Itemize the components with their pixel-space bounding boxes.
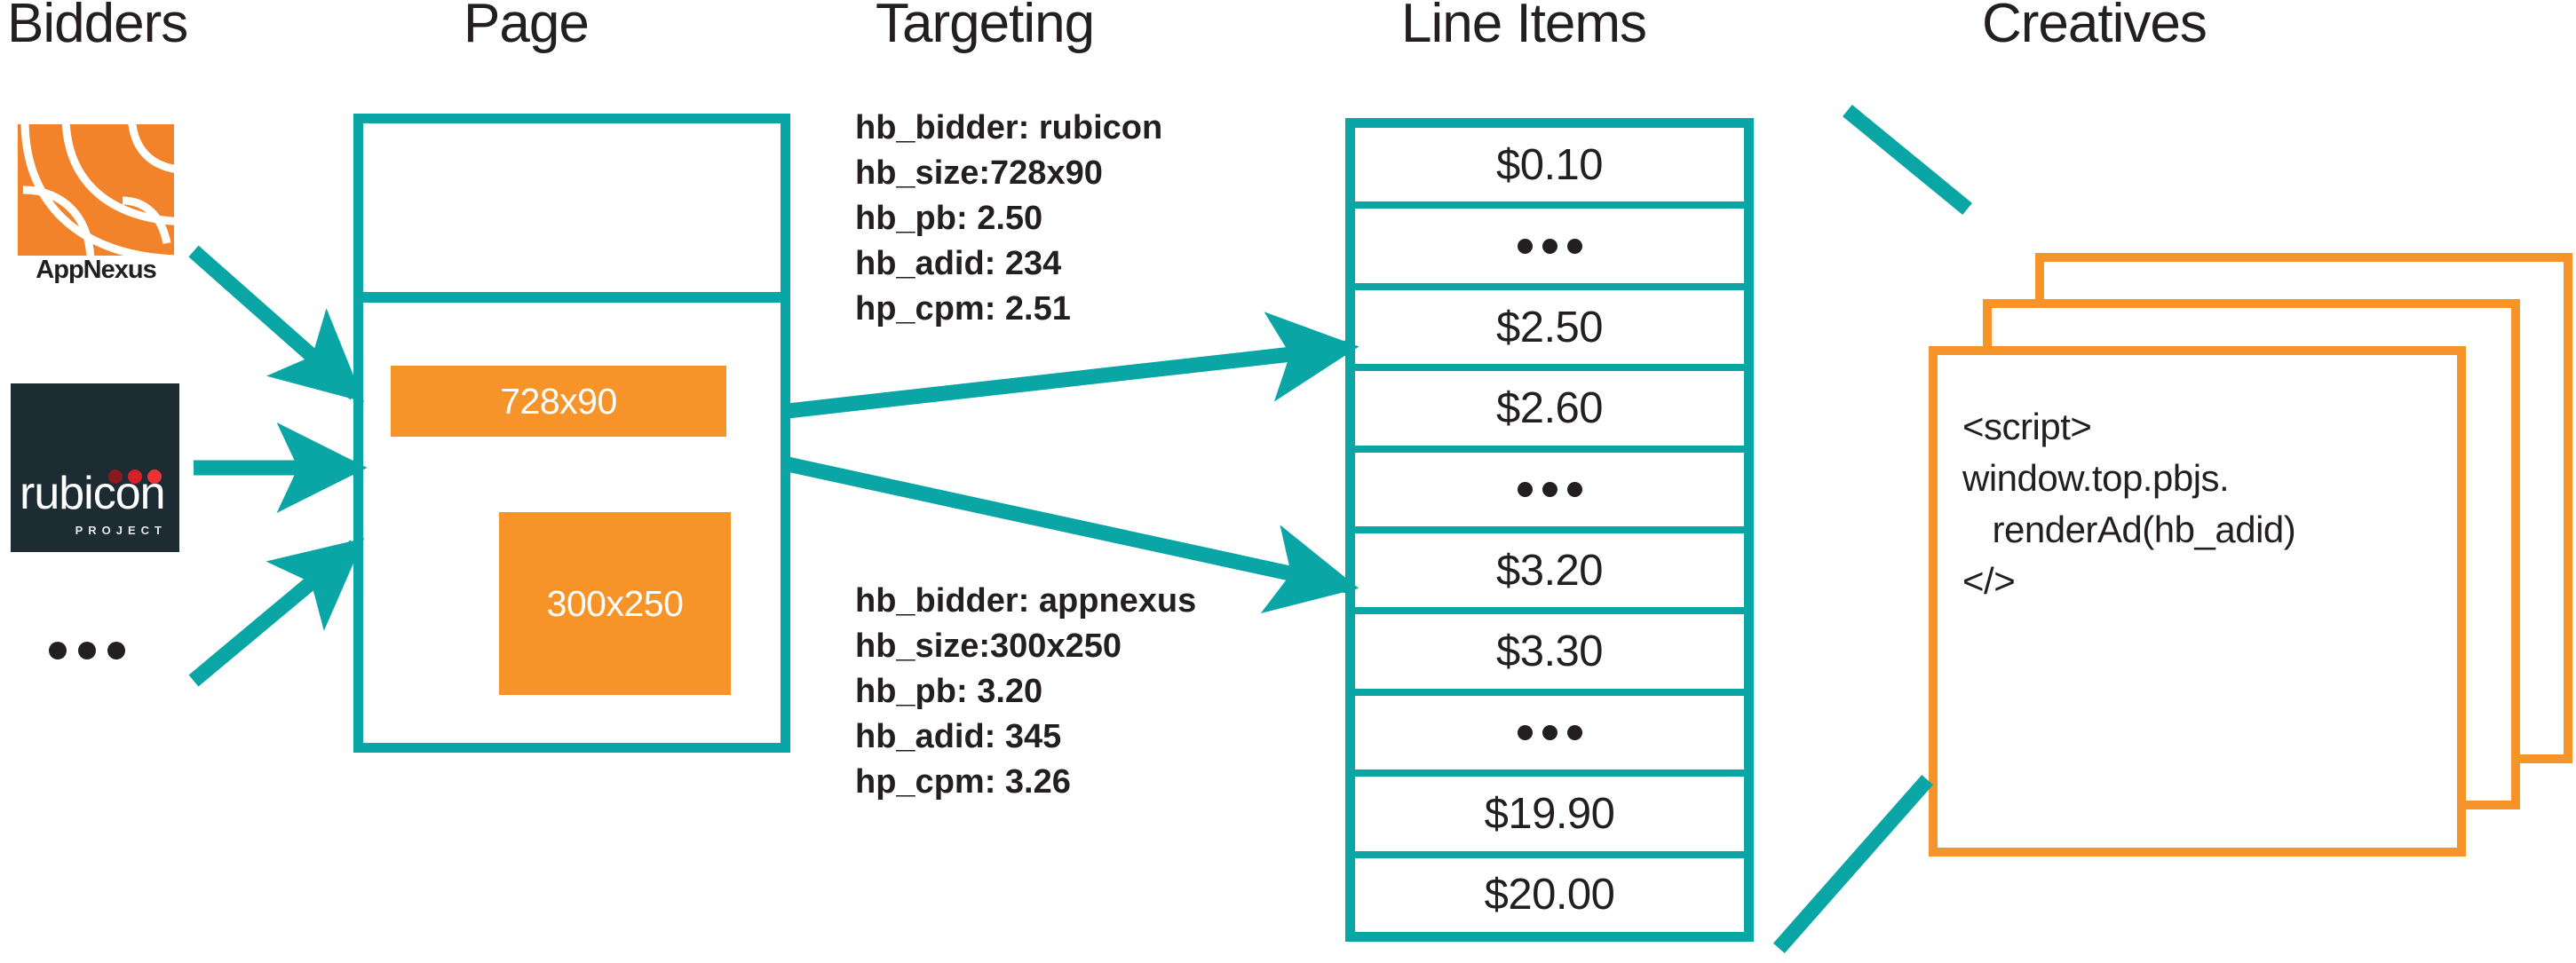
- line-item-row[interactable]: $3.30: [1355, 614, 1744, 689]
- line-item-row-ellipsis: [1355, 695, 1744, 770]
- arrow-appnexus-to-page: [188, 245, 365, 403]
- line-item-row[interactable]: $2.50: [1355, 289, 1744, 365]
- bidder-logo-appnexus: AppNexus: [18, 124, 174, 284]
- targeting-line-hb-pb: hb_pb: 3.20: [855, 673, 1043, 710]
- rubicon-wordmark: rubicon: [20, 468, 166, 519]
- line-item-row[interactable]: $0.10: [1355, 128, 1744, 202]
- creative-card-front[interactable]: [1929, 346, 2466, 856]
- connector-line-items-to-creatives-bottom: [1773, 775, 1933, 953]
- line-item-row[interactable]: $2.60: [1355, 371, 1744, 446]
- targeting-line-hp-cpm: hp_cpm: 3.26: [855, 763, 1071, 801]
- line-item-row-ellipsis: [1355, 452, 1744, 527]
- bidder-logo-rubicon: rubicon PROJECT: [11, 383, 179, 552]
- targeting-block-appnexus: hb_bidder: appnexus hb_size:300x250 hb_p…: [855, 579, 1196, 805]
- line-item-row[interactable]: $3.20: [1355, 533, 1744, 608]
- column-title-creatives: Creatives: [1982, 0, 2207, 54]
- targeting-line-hb-bidder: hb_bidder: appnexus: [855, 582, 1197, 620]
- arrow-page-to-line-item-320: [786, 456, 1359, 614]
- line-items-table: $0.10 $2.50 $2.60 $3.20 $3.30 $19.90 $20…: [1345, 118, 1754, 942]
- column-title-bidders: Bidders: [7, 0, 188, 54]
- targeting-line-hb-bidder: hb_bidder: rubicon: [855, 109, 1163, 146]
- ad-slot-728x90[interactable]: 728x90: [391, 366, 726, 437]
- targeting-line-hb-size: hb_size:728x90: [855, 154, 1103, 192]
- arrow-more-to-page: [188, 538, 365, 687]
- targeting-line-hb-adid: hb_adid: 345: [855, 718, 1062, 755]
- rubicon-subtitle: PROJECT: [75, 524, 167, 537]
- ad-slot-300x250[interactable]: 300x250: [499, 512, 731, 695]
- line-item-row-ellipsis: [1355, 209, 1744, 283]
- targeting-block-rubicon: hb_bidder: rubicon hb_size:728x90 hb_pb:…: [855, 106, 1162, 332]
- line-item-row[interactable]: $20.00: [1355, 857, 1744, 933]
- rubicon-dots-icon: [108, 470, 162, 484]
- line-item-row[interactable]: $19.90: [1355, 777, 1744, 851]
- targeting-line-hp-cpm: hp_cpm: 2.51: [855, 290, 1071, 328]
- column-title-page: Page: [464, 0, 590, 54]
- appnexus-wordmark: AppNexus: [36, 256, 156, 284]
- targeting-line-hb-pb: hb_pb: 2.50: [855, 200, 1043, 237]
- column-title-targeting: Targeting: [876, 0, 1095, 54]
- targeting-line-hb-adid: hb_adid: 234: [855, 245, 1062, 282]
- arrow-page-to-line-item-250: [787, 312, 1359, 419]
- connector-line-items-to-creatives-top: [1843, 105, 1972, 215]
- column-title-line-items: Line Items: [1401, 0, 1647, 54]
- appnexus-mark-icon: [18, 124, 174, 256]
- creative-script-code: <script> window.top.pbjs. renderAd(hb_ad…: [1962, 406, 2296, 602]
- page-header-region: [353, 114, 790, 302]
- targeting-line-hb-size: hb_size:300x250: [855, 628, 1122, 665]
- bidders-more-ellipsis: [49, 642, 125, 659]
